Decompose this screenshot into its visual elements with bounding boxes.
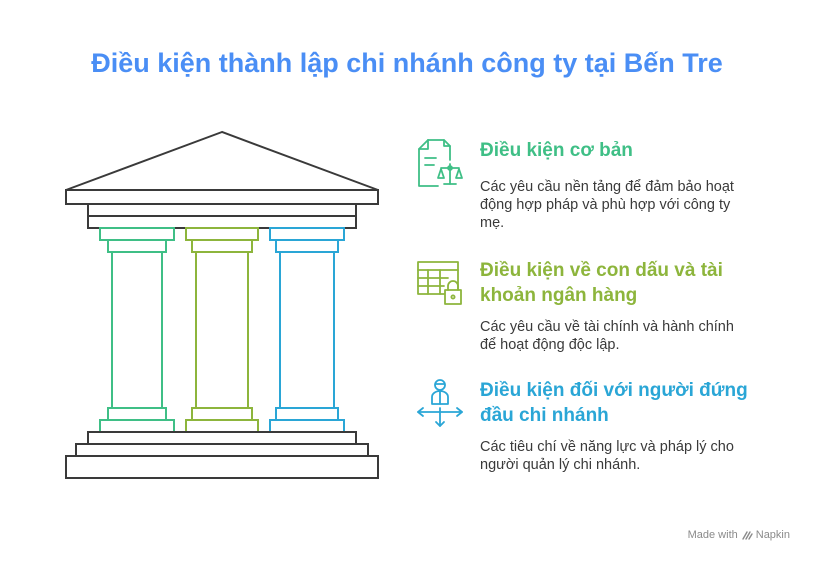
person-arrows-icon (417, 379, 463, 427)
condition-description: Các yêu cầu về tài chính và hành chính đ… (480, 319, 734, 353)
condition-heading: Điều kiện về con dấu và tài khoản ngân h… (480, 260, 723, 306)
condition-heading: Điều kiện cơ bản (480, 140, 633, 161)
column-left (99, 227, 175, 433)
locked-table-icon (417, 261, 462, 305)
napkin-brand: Napkin (742, 529, 790, 541)
napkin-logo-icon (742, 530, 753, 540)
temple-roof (65, 130, 379, 229)
column-middle (185, 227, 259, 433)
legal-document-scale-icon (418, 139, 463, 187)
condition-description: Các tiêu chí về năng lực và pháp lý cho … (480, 439, 734, 473)
condition-description: Các yêu cầu nền tảng để đảm bảo hoạt độn… (480, 179, 734, 231)
column-right (269, 227, 345, 433)
made-with-footer: Made with Napkin (688, 529, 790, 541)
temple-illustration (65, 130, 379, 479)
temple-base (65, 431, 379, 479)
condition-heading: Điều kiện đối với người đứng đầu chi nhá… (480, 380, 748, 426)
made-with-label: Made with (687, 529, 738, 541)
page-title: Điều kiện thành lập chi nhánh công ty tạ… (91, 48, 723, 78)
napkin-label: Napkin (755, 529, 790, 541)
